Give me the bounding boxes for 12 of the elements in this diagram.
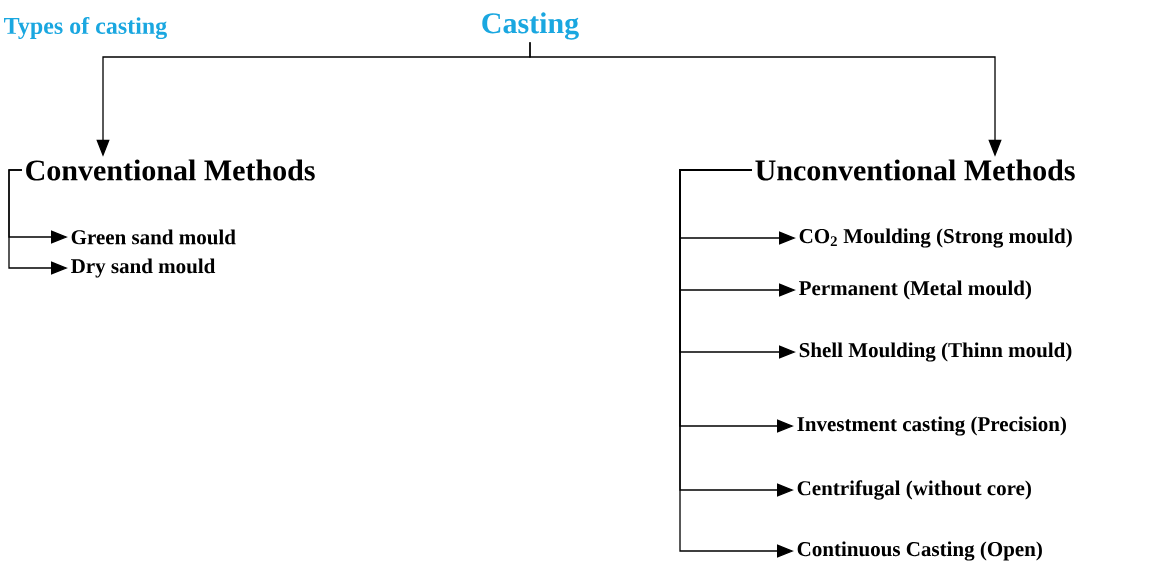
item-text: Permanent (Metal mould) [799, 280, 1031, 300]
item-text: Green sand mould [71, 229, 236, 245]
item-text: Investment casting (Precision) [797, 416, 1066, 436]
item-text: Continuous Casting (Open) [797, 541, 1042, 561]
heading-text: Conventional Methods [26, 159, 315, 181]
label-text: Types of casting [4, 16, 167, 40]
item-text: Centrifugal (without core) [797, 480, 1031, 500]
heading-text: Unconventional Methods [755, 159, 1075, 181]
root-label: Casting [482, 12, 579, 40]
item-text: Dry sand mould [71, 258, 216, 278]
item-text: Shell Moulding (Thinn mould) [799, 342, 1072, 362]
item-text: CO$_{2}$ Moulding (Strong mould) [799, 228, 1072, 248]
